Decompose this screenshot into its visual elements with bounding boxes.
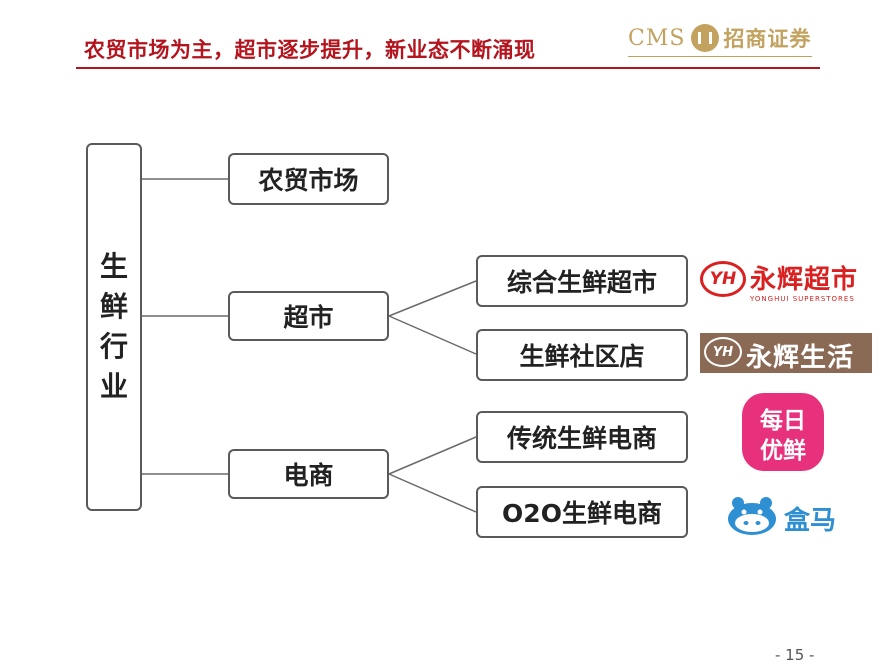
missfresh-logo-icon: 每日 优鲜	[742, 393, 824, 471]
hema-hippo-icon	[728, 497, 776, 535]
node-o2o-fresh-ecommerce: O2O生鲜电商	[476, 486, 688, 538]
node-ecommerce: 电商	[228, 449, 389, 499]
brand-logo: CMS 招商证券	[628, 24, 811, 52]
yonghui-life-logo-icon: YH 永辉生活	[700, 333, 872, 373]
connector-supermarket-comprehensive	[388, 280, 477, 317]
yonghui-life-name: 永辉生活	[746, 343, 855, 373]
yh-life-mark: YH	[704, 337, 742, 367]
title-divider	[76, 67, 820, 69]
connector-ecommerce-traditional	[388, 436, 477, 475]
cms-emblem-icon	[691, 24, 720, 52]
page-title: 农贸市场为主，超市逐步提升，新业态不断涌现	[84, 38, 536, 62]
yonghui-name: 永辉超市	[750, 265, 859, 295]
root-node-fresh-industry: 生 鲜 行 业	[86, 143, 142, 511]
brand-latin: CMS	[628, 25, 686, 51]
yonghui-logo-icon: YH 永辉超市 YONGHUI SUPERSTORES	[700, 258, 872, 308]
page-number: - 15 -	[775, 646, 815, 664]
hema-name: 盒马	[784, 506, 837, 536]
root-char: 鲜	[99, 290, 128, 323]
brand-underline	[628, 56, 812, 57]
yh-mark: YH	[700, 261, 746, 297]
yonghui-sub: YONGHUI SUPERSTORES	[750, 295, 855, 303]
brand-name: 招商证券	[723, 27, 812, 51]
node-supermarket: 超市	[228, 291, 389, 341]
missfresh-line1: 每日	[760, 408, 806, 434]
connector-ecommerce-o2o	[388, 473, 477, 513]
missfresh-line2: 优鲜	[760, 438, 806, 464]
root-char: 行	[99, 330, 128, 363]
root-char: 生	[99, 250, 128, 283]
node-comprehensive-fresh-supermarket: 综合生鲜超市	[476, 255, 688, 307]
hema-logo: 盒马	[724, 490, 844, 540]
node-farmers-market: 农贸市场	[228, 153, 389, 205]
root-char: 业	[99, 370, 128, 403]
node-traditional-fresh-ecommerce: 传统生鲜电商	[476, 411, 688, 463]
connector-supermarket-community	[388, 315, 477, 355]
node-fresh-community-store: 生鲜社区店	[476, 329, 688, 381]
